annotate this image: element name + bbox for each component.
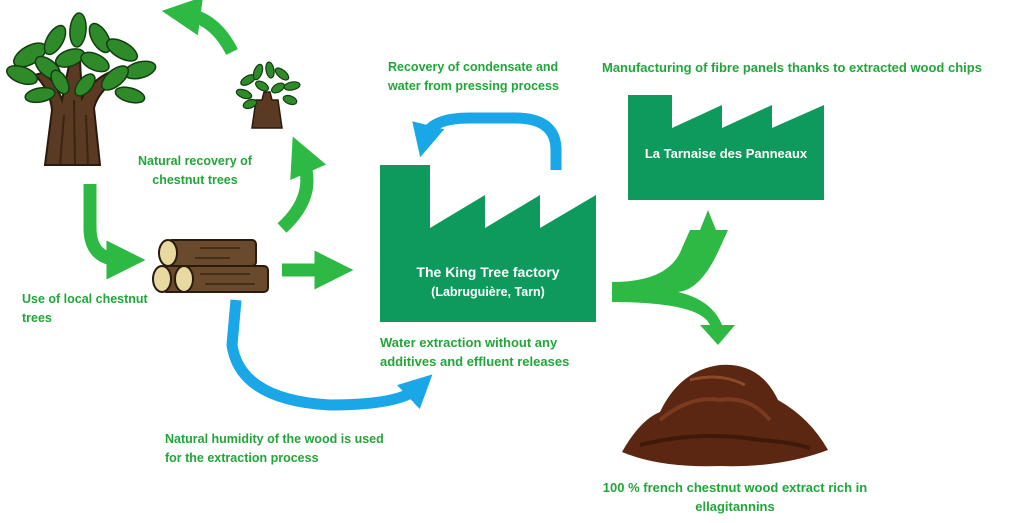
sapling-icon (235, 61, 301, 129)
label-humidity: Natural humidity of the wood is used for… (165, 430, 384, 468)
split-arrow (612, 210, 735, 345)
label-water-extraction-line2: additives and effluent releases (380, 354, 570, 369)
label-humidity-line2: for the extraction process (165, 451, 319, 465)
extract-powder-icon (622, 364, 828, 467)
factory-main-label: The King Tree factory (Labruguière, Tarn… (380, 262, 596, 302)
label-recovery-trees: Natural recovery of chestnut trees (130, 152, 260, 190)
label-fibre-panels-text: Manufacturing of fibre panels thanks to … (602, 60, 982, 75)
blue-arrows (226, 112, 562, 411)
label-local-trees-line2: trees (22, 311, 52, 325)
label-extract-line1: 100 % french chestnut wood extract rich … (602, 480, 868, 495)
factory-main-location: (Labruguière, Tarn) (431, 285, 545, 299)
label-water-extraction-line1: Water extraction without any (380, 335, 558, 350)
condensate-arrow (412, 112, 562, 170)
label-condensate-line1: Recovery of condensate and (388, 60, 559, 74)
large-tree-icon (5, 12, 157, 166)
arrow-to-sapling (277, 136, 327, 233)
factory-icon (380, 165, 596, 322)
factory-secondary-label: La Tarnaise des Panneaux (628, 146, 824, 161)
label-condensate-line2: water from pressing process (388, 79, 559, 93)
label-extract-line2: ellagitannins (695, 499, 775, 514)
factory-main-name: The King Tree factory (416, 264, 560, 280)
label-water-extraction: Water extraction without any additives a… (380, 333, 569, 371)
green-arrows (83, 0, 354, 290)
arrow-to-logs (83, 184, 146, 280)
humidity-arrow (226, 299, 433, 411)
factory-secondary-icon (628, 95, 824, 200)
label-local-trees: Use of local chestnut trees (22, 290, 148, 328)
label-recovery-trees-line2: chestnut trees (152, 173, 238, 187)
factory-secondary-name: La Tarnaise des Panneaux (644, 146, 808, 161)
label-local-trees-line1: Use of local chestnut (22, 292, 148, 306)
label-humidity-line1: Natural humidity of the wood is used (165, 432, 384, 446)
label-extract: 100 % french chestnut wood extract rich … (590, 478, 880, 516)
arrow-to-large-tree (161, 0, 238, 56)
label-recovery-trees-line1: Natural recovery of (138, 154, 252, 168)
label-condensate: Recovery of condensate and water from pr… (388, 58, 559, 96)
label-fibre-panels: Manufacturing of fibre panels thanks to … (602, 58, 982, 77)
logs-icon (152, 239, 269, 293)
